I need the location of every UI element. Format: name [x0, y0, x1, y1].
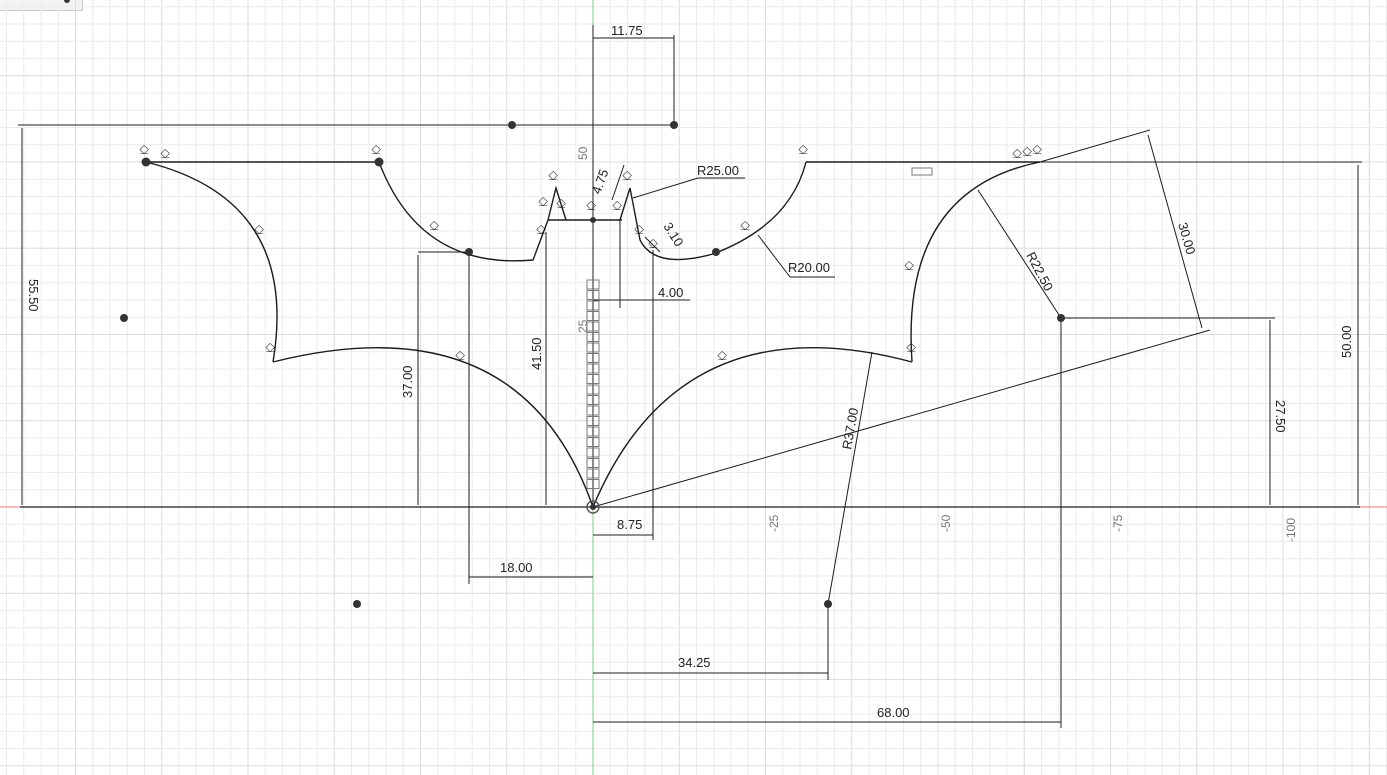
midpoint-constraint-icon[interactable]	[586, 384, 600, 395]
midpoint-constraint-icon[interactable]	[586, 342, 600, 353]
coincident-constraint-icon[interactable]: ⎐	[1022, 144, 1032, 159]
coincident-constraint-icon[interactable]: ⎐	[904, 258, 914, 273]
dim-bottom-875[interactable]: 8.75	[617, 517, 642, 532]
dim-radius-big[interactable]: R37.00	[839, 407, 861, 451]
coincident-constraint-icon[interactable]: ⎐	[906, 340, 916, 355]
coincident-constraint-icon[interactable]: ⎐	[622, 168, 632, 183]
coincident-constraint-icon[interactable]: ⎐	[648, 236, 658, 251]
midpoint-constraint-icon[interactable]	[586, 363, 600, 374]
dim-radius-right[interactable]: R22.50	[1023, 249, 1056, 293]
coincident-constraint-icon[interactable]: ⎐	[536, 222, 546, 237]
dim-right-height[interactable]: 50.00	[1339, 325, 1354, 358]
right-ear[interactable]	[619, 187, 641, 241]
dim-left-height[interactable]: 55.50	[26, 279, 41, 312]
coincident-constraint-icon[interactable]: ⎐	[548, 168, 558, 183]
coincident-constraint-icon[interactable]: ⎐	[798, 142, 808, 157]
midpoint-constraint-icon[interactable]	[586, 405, 600, 416]
constraint-icons[interactable]: ⎐⎐⎐⎐⎐⎐⎐⎐⎐⎐⎐⎐⎐⎐⎐⎐⎐⎐⎐⎐⎐⎐⎐⎐	[139, 142, 1042, 489]
dim-ear-offset[interactable]: 4.00	[658, 285, 683, 300]
dim-ear-height[interactable]: 4.75	[589, 167, 612, 196]
coincident-constraint-icon[interactable]: ⎐	[160, 146, 170, 161]
midpoint-constraint-icon[interactable]	[586, 300, 600, 311]
coincident-constraint-icon[interactable]: ⎐	[429, 218, 439, 233]
midpoint-constraint-icon[interactable]	[586, 279, 600, 290]
coincident-constraint-icon[interactable]: ⎐	[538, 194, 548, 209]
options-dot-icon	[64, 0, 70, 3]
axis-tick-neg75: -75	[1111, 514, 1125, 532]
midpoint-constraint-icon[interactable]	[586, 416, 600, 426]
left-outer-arc[interactable]	[145, 161, 278, 363]
horizontal-constraint-icon[interactable]	[911, 167, 933, 176]
axis-tick-neg100: -100	[1284, 518, 1298, 542]
midpoint-constraint-icon[interactable]	[586, 353, 600, 363]
dim-bottom-3425[interactable]: 34.25	[678, 655, 711, 670]
right-outer-arc[interactable]	[910, 161, 1041, 363]
coincident-constraint-icon[interactable]: ⎐	[265, 340, 275, 355]
left-scallop-arc[interactable]	[378, 161, 563, 262]
axis-tick-50: 50	[576, 146, 590, 160]
dim-bottom-18[interactable]: 18.00	[500, 560, 533, 575]
midpoint-constraint-icon[interactable]	[586, 290, 600, 300]
midpoint-constraint-icon[interactable]	[586, 447, 600, 458]
coincident-constraint-icon[interactable]: ⎐	[254, 222, 264, 237]
midpoint-constraint-icon[interactable]	[586, 468, 600, 479]
axis-tick-neg50: -50	[939, 514, 953, 532]
dim-radius-top[interactable]: R25.00	[697, 163, 739, 178]
midpoint-constraint-icon[interactable]	[586, 311, 600, 321]
origin-point[interactable]	[586, 500, 600, 514]
right-lower-arc[interactable]	[592, 347, 913, 508]
dim-inner-left-37[interactable]: 37.00	[400, 365, 415, 398]
dim-inner-left-height[interactable]: 41.50	[529, 337, 544, 370]
coincident-constraint-icon[interactable]: ⎐	[139, 142, 149, 157]
midpoint-constraint-icon[interactable]	[586, 374, 600, 384]
coincident-constraint-icon[interactable]: ⎐	[740, 218, 750, 233]
coincident-constraint-icon[interactable]: ⎐	[612, 198, 622, 213]
midpoint-constraint-icon[interactable]	[586, 479, 600, 489]
dim-top-width[interactable]: 11.75	[611, 23, 643, 38]
dim-center-right[interactable]: 27.50	[1273, 400, 1288, 433]
dim-bottom-68[interactable]: 68.00	[877, 705, 910, 720]
coincident-constraint-icon[interactable]: ⎐	[717, 348, 727, 363]
coincident-constraint-icon[interactable]: ⎐	[455, 348, 465, 363]
dim-right-arc-dist[interactable]: 30.00	[1175, 221, 1198, 256]
left-ear[interactable]	[547, 185, 567, 221]
coincident-constraint-icon[interactable]: ⎐	[586, 198, 596, 213]
dim-radius-mid[interactable]: R20.00	[788, 260, 830, 275]
coincident-constraint-icon[interactable]: ⎐	[1032, 142, 1042, 157]
midpoint-constraint-icon[interactable]	[586, 437, 600, 447]
coincident-constraint-icon[interactable]: ⎐	[634, 222, 644, 237]
dim-ear-tip[interactable]: 3.10	[660, 220, 686, 249]
midpoint-constraint-icon[interactable]	[586, 458, 600, 468]
left-lower-arc[interactable]	[272, 347, 594, 508]
axis-tick-neg25: -25	[767, 514, 781, 532]
midpoint-constraint-icon[interactable]	[586, 426, 600, 437]
coincident-constraint-icon[interactable]: ⎐	[1012, 146, 1022, 161]
midpoint-constraint-icon[interactable]	[586, 395, 600, 405]
dimension-lines	[18, 35, 1362, 728]
coincident-constraint-icon[interactable]: ⎐	[556, 196, 566, 211]
midpoint-constraint-icon[interactable]	[586, 332, 600, 342]
sketch-points[interactable]	[120, 121, 1065, 608]
midpoint-constraint-icon[interactable]	[586, 321, 600, 332]
coincident-constraint-icon[interactable]: ⎐	[371, 142, 381, 157]
origin-dot	[590, 504, 596, 510]
